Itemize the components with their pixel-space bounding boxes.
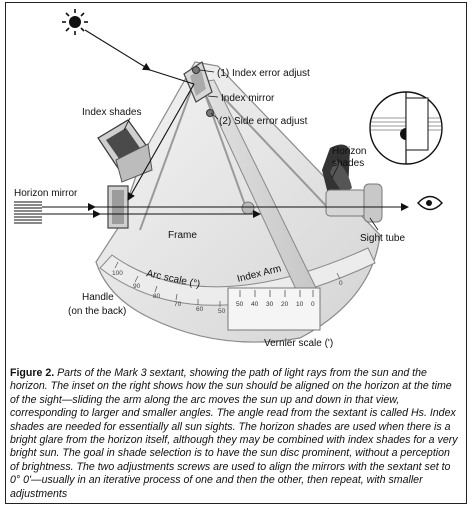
caption-label: Figure 2. — [10, 367, 55, 379]
vernier-tick-label: 10 — [296, 301, 304, 308]
leader-lines — [123, 69, 379, 231]
vernier-tick-label: 0 — [311, 301, 315, 308]
arc-tick-label: 50 — [218, 308, 226, 315]
vernier-tick-label: 50 — [236, 301, 244, 308]
eye-icon — [417, 195, 443, 211]
alignment-inset — [369, 91, 443, 165]
index-shades-label: Index shades — [82, 107, 142, 118]
arc-tick-label: 100 — [112, 270, 123, 277]
horizon-block — [14, 201, 42, 224]
side-error-adjust-screw[interactable] — [206, 109, 214, 117]
arc-tick-label: 70 — [174, 301, 182, 308]
frame-ribs — [139, 77, 331, 231]
vernier-tick-label: 40 — [251, 301, 259, 308]
horizon-shades-label-line2: shades — [332, 158, 364, 169]
handle-label-line2: (on the back) — [68, 306, 126, 317]
arc-tick-label: 0 — [339, 280, 343, 287]
sight-tube-label: Sight tube — [360, 233, 405, 244]
vernier-tick-label: 30 — [266, 301, 274, 308]
light-rays — [42, 29, 409, 218]
arc-scale — [99, 247, 376, 306]
vernier-tick-label: 20 — [281, 301, 289, 308]
index-error-adjust-screw[interactable] — [192, 66, 200, 74]
sun-disc-icon — [400, 128, 406, 140]
index-mirror-label: Index mirror — [221, 93, 275, 104]
side-error-adjust-label: (2) Side error adjust — [219, 116, 308, 127]
caption-text: Parts of the Mark 3 sextant, showing the… — [10, 367, 458, 500]
arc-tick-label: 60 — [196, 306, 204, 313]
sun-icon — [62, 9, 88, 35]
vernier-scale[interactable]: 50 40 30 20 10 0 — [227, 287, 321, 331]
vernier-scale-label: Vernier scale (') — [264, 338, 333, 349]
horizon-shades-label-line1: Horizon — [332, 146, 366, 157]
arc-tick-label: 80 — [153, 293, 161, 300]
frame-label: Frame — [168, 230, 197, 241]
handle-label-line1: Handle — [82, 292, 114, 303]
arc-tick-label: 90 — [133, 283, 141, 290]
sight-tube — [325, 183, 383, 223]
frame-pivot — [241, 201, 255, 215]
horizon-mirror-label: Horizon mirror — [14, 188, 78, 199]
index-error-adjust-label: (1) Index error adjust — [217, 68, 310, 79]
index-mirror — [183, 61, 214, 117]
figure-caption: Figure 2. Parts of the Mark 3 sextant, s… — [10, 367, 458, 501]
index-shades[interactable] — [97, 119, 153, 183]
sextant-diagram: 100 90 80 70 60 50 40 30 20 10 0 50 40 3… — [14, 9, 443, 349]
